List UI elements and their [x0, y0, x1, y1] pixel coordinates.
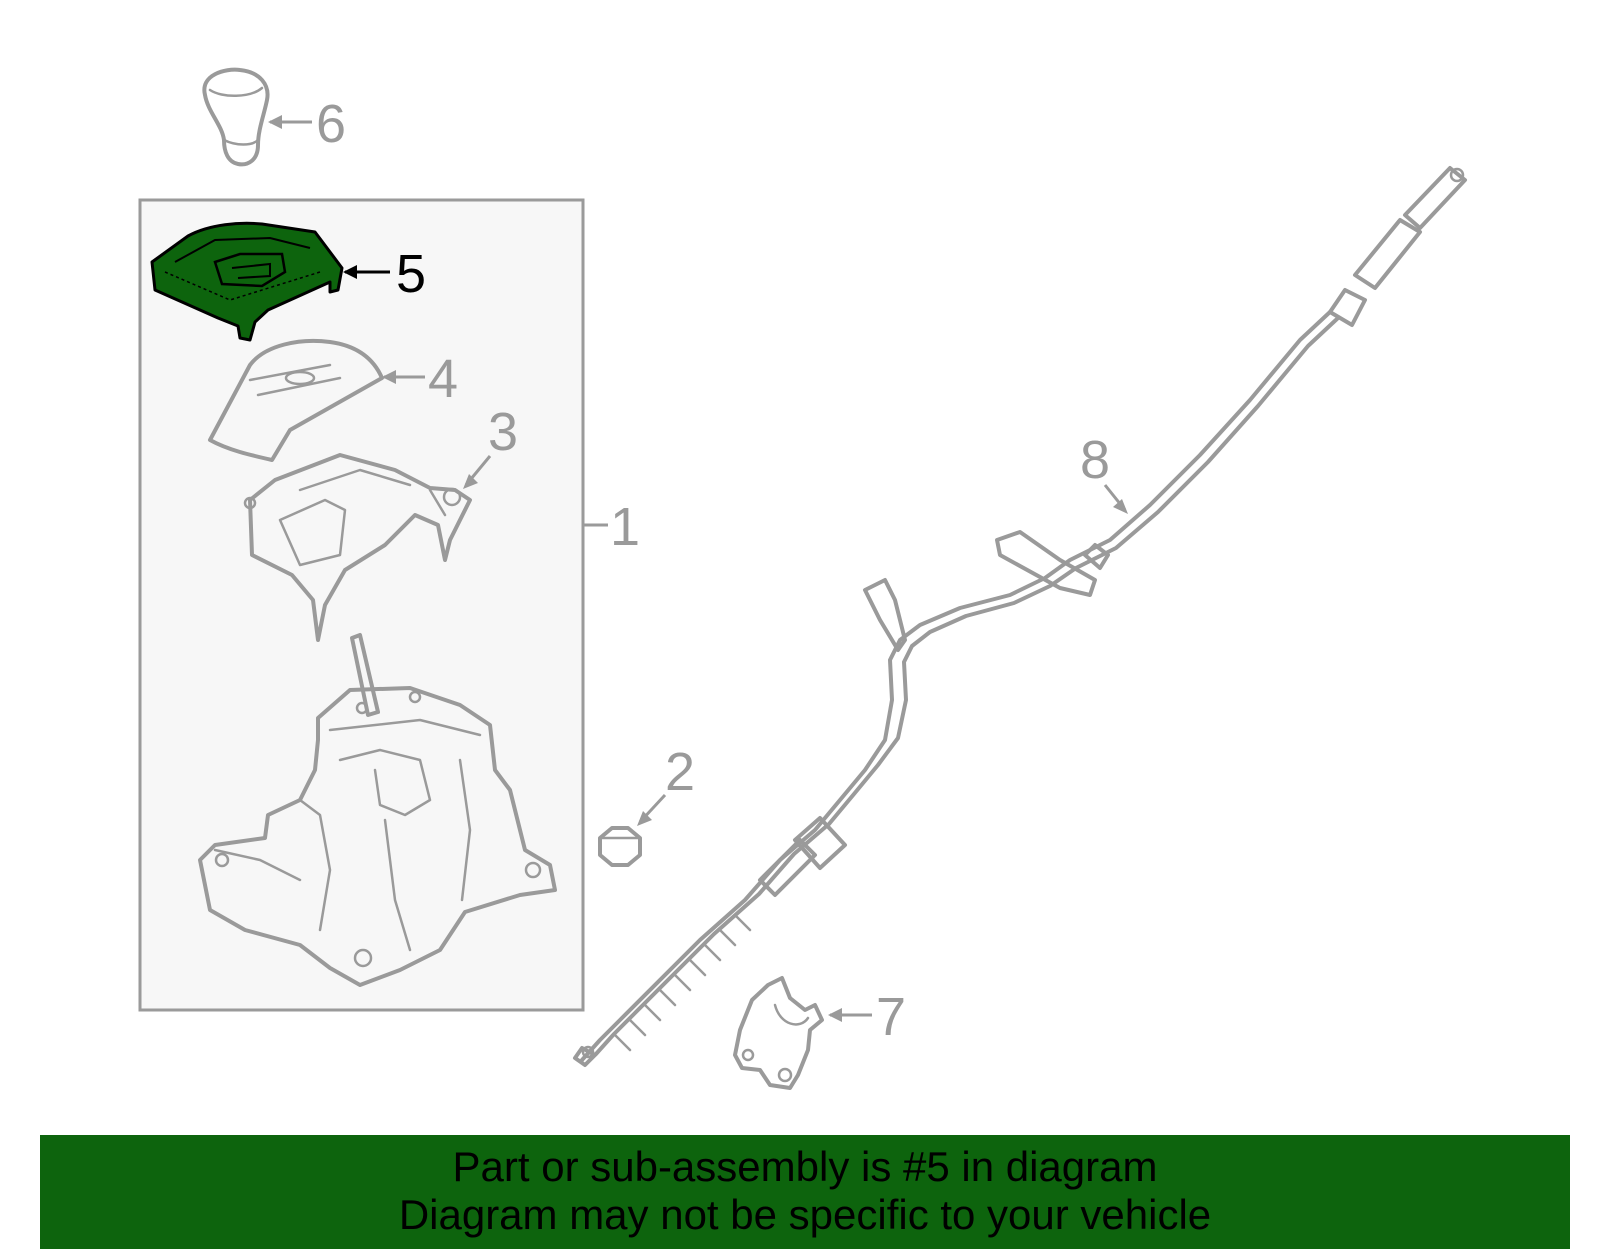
banner-line-1: Part or sub-assembly is #5 in diagram — [452, 1143, 1158, 1190]
nut-part[interactable] — [598, 826, 642, 867]
shift-knob-part[interactable] — [202, 67, 270, 167]
arrowhead-4 — [382, 370, 396, 384]
shifter-base-assembly — [198, 633, 557, 987]
assembly-box — [138, 198, 585, 1012]
callout-4[interactable]: 4 — [428, 349, 458, 409]
arrowhead-7 — [828, 1008, 842, 1022]
arrowhead-5 — [343, 265, 357, 279]
shift-cable-part[interactable] — [573, 166, 1467, 1067]
cable-bracket-part[interactable] — [733, 976, 824, 1090]
slide-cover-part[interactable] — [208, 338, 384, 462]
callout-2[interactable]: 2 — [665, 742, 695, 802]
arrowhead-6 — [268, 115, 282, 129]
callout-7[interactable]: 7 — [876, 987, 906, 1047]
callout-3[interactable]: 3 — [488, 402, 518, 462]
arrowhead-2 — [637, 811, 652, 826]
callout-5[interactable]: 5 — [396, 244, 426, 304]
info-banner: Part or sub-assembly is #5 in diagram Di… — [40, 1135, 1570, 1249]
callout-6[interactable]: 6 — [316, 94, 346, 154]
arrowhead-8 — [1113, 499, 1128, 514]
banner-line-2: Diagram may not be specific to your vehi… — [398, 1191, 1212, 1238]
shifter-housing-part[interactable] — [243, 453, 472, 642]
arrowhead-3 — [463, 474, 478, 489]
shifter-bezel-part-highlighted[interactable] — [150, 221, 344, 342]
callout-1[interactable]: 1 — [610, 497, 640, 557]
callout-8[interactable]: 8 — [1080, 430, 1110, 490]
